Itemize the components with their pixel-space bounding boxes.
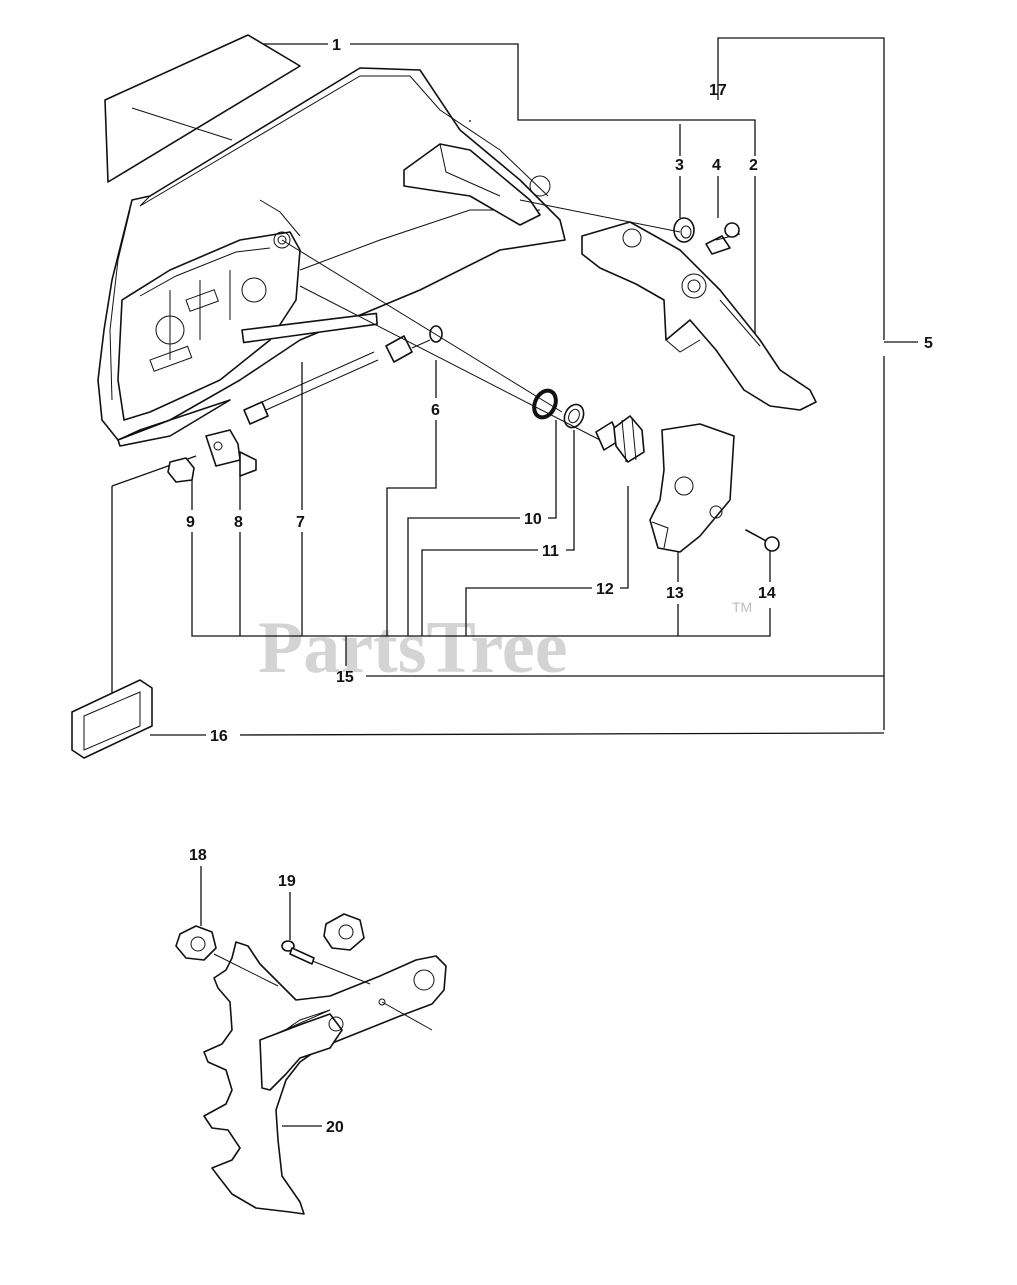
callout-17: 17 (709, 82, 727, 99)
part-14-screw (745, 529, 780, 552)
callout-5: 5 (924, 335, 933, 352)
callout-numbers: 1 2 3 4 5 6 7 8 9 10 11 12 13 14 15 16 1… (186, 37, 933, 1136)
callout-15: 15 (336, 669, 354, 686)
part-18-nut-right (323, 913, 365, 951)
part-6-washer (429, 325, 443, 343)
part-5-chain-cover (97, 67, 566, 447)
part-16-pad (71, 679, 153, 759)
callout-2: 2 (749, 157, 758, 174)
axis-lines (281, 199, 681, 441)
part-9-nut (167, 457, 195, 483)
callout-11: 11 (542, 543, 559, 560)
part-4-screw (705, 222, 741, 255)
callout-7: 7 (296, 514, 305, 531)
watermark-trademark: TM (732, 599, 752, 615)
part-12-gear (595, 415, 645, 463)
part-7-tensioner-screw (241, 312, 431, 425)
callout-4: 4 (712, 157, 721, 174)
callout-9: 9 (186, 514, 195, 531)
part-18-nut-left (175, 925, 217, 961)
callout-10: 10 (524, 511, 542, 528)
callout-20: 20 (326, 1119, 344, 1136)
part-1-decal (104, 34, 301, 183)
callout-3: 3 (675, 157, 684, 174)
callout-12: 12 (596, 581, 614, 598)
callout-6: 6 (431, 402, 440, 419)
part-3-bushing (673, 217, 695, 243)
part-19-bolt (281, 940, 315, 965)
callout-13: 13 (666, 585, 684, 602)
part-2-brake-lever (581, 221, 817, 411)
callout-18: 18 (189, 847, 207, 864)
callout-8: 8 (234, 514, 243, 531)
callout-16: 16 (210, 728, 228, 745)
part-11-washer (563, 403, 585, 429)
callout-19: 19 (278, 873, 296, 890)
leader-lines (111, 37, 918, 1127)
part-20-spiked-bumper (203, 941, 447, 1215)
part-10-o-ring (532, 388, 558, 420)
callout-14: 14 (758, 585, 776, 602)
part-8-tensioner-nut (205, 429, 257, 477)
watermark-text: PartsTree (258, 607, 568, 689)
callout-1: 1 (332, 37, 341, 54)
part-13-plate (649, 423, 735, 553)
